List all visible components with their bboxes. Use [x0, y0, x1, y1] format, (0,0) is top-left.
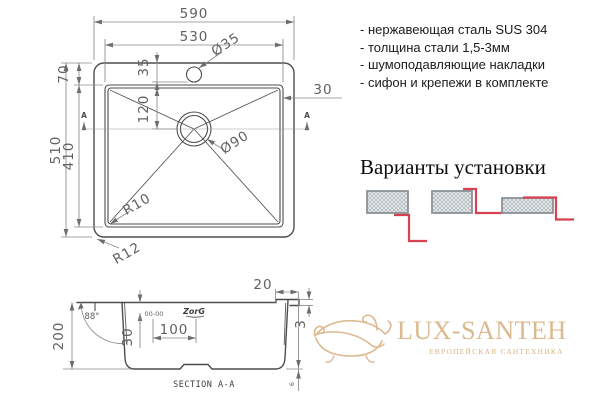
- dim-200: 200: [51, 322, 67, 351]
- dim-30-side: 30: [313, 82, 332, 98]
- dim-410: 410: [61, 142, 77, 171]
- top-view-dimensions: 590 530 510 410 70 35 120 30 Ø35: [48, 6, 342, 268]
- bowl-edge-outer: [104, 84, 284, 228]
- overmount-sink-profile: [523, 196, 574, 221]
- bowl-edge-inner: [107, 87, 281, 225]
- feature-item: - нержавеющая сталь SUS 304: [360, 22, 548, 37]
- sink-top-view: [84, 62, 307, 238]
- install-option-undermount: [366, 190, 427, 243]
- sink-section-view: [76, 298, 300, 370]
- rim-lip: [275, 298, 300, 307]
- label-r12: R12: [110, 239, 144, 268]
- label-r10: R10: [120, 190, 154, 219]
- label-drain-diameter: Ø90: [218, 128, 253, 158]
- installation-options: [366, 187, 574, 243]
- feature-item: - толщина стали 1,5-3мм: [360, 39, 510, 55]
- bathtub-icon: [313, 314, 392, 363]
- bowl-profile: [121, 299, 289, 370]
- dim-6: 6: [288, 382, 296, 386]
- installation-title: Варианты установки: [360, 155, 546, 179]
- label-faucet-diameter: Ø35: [209, 30, 244, 60]
- install-option-overmount: [501, 196, 574, 221]
- install-option-flush-mount: [431, 187, 503, 215]
- dim-3: 3: [293, 319, 309, 329]
- flush-mount-sink-profile: [463, 187, 503, 215]
- dim-angle-88: 88°: [84, 312, 99, 322]
- feature-item: - сифон и крепежи в комплекте: [360, 74, 549, 90]
- undermount-sink-profile: [394, 213, 427, 243]
- brand-stamp: ZorG: [182, 307, 205, 316]
- dim-70: 70: [56, 64, 72, 83]
- brand-stamp-underline: [185, 315, 205, 318]
- section-marker-a-left: A: [81, 111, 87, 120]
- dim-510: 510: [48, 136, 64, 165]
- dim-35: 35: [136, 57, 152, 76]
- section-view-dimensions: 200 88° 30 00-00 ZorG 100 20 3 6: [51, 277, 313, 391]
- mounting-holes-mark: 00-00: [145, 310, 164, 318]
- watermark-brand: LUX-SANTEH: [397, 316, 567, 345]
- dim-20: 20: [253, 277, 272, 293]
- dim-100: 100: [160, 322, 189, 338]
- sink-outer-rim: [93, 62, 295, 238]
- watermark-tagline: ЕВРОПЕЙСКАЯ САНТЕХНИКА: [429, 347, 564, 356]
- feature-item: - шумоподавляющие накладки: [360, 57, 546, 72]
- feature-list: - нержавеющая сталь SUS 304 - толщина ст…: [360, 21, 548, 91]
- bowl-wall-inner-lines: [124, 302, 287, 346]
- section-marker-a-right: A: [304, 111, 310, 120]
- section-label: SECTION A-A: [173, 380, 235, 390]
- dim-530: 530: [180, 29, 209, 45]
- dim-590: 590: [180, 6, 209, 22]
- dim-120: 120: [136, 95, 152, 124]
- dim-30-holes: 30: [120, 327, 136, 346]
- faucet-hole: [185, 66, 203, 83]
